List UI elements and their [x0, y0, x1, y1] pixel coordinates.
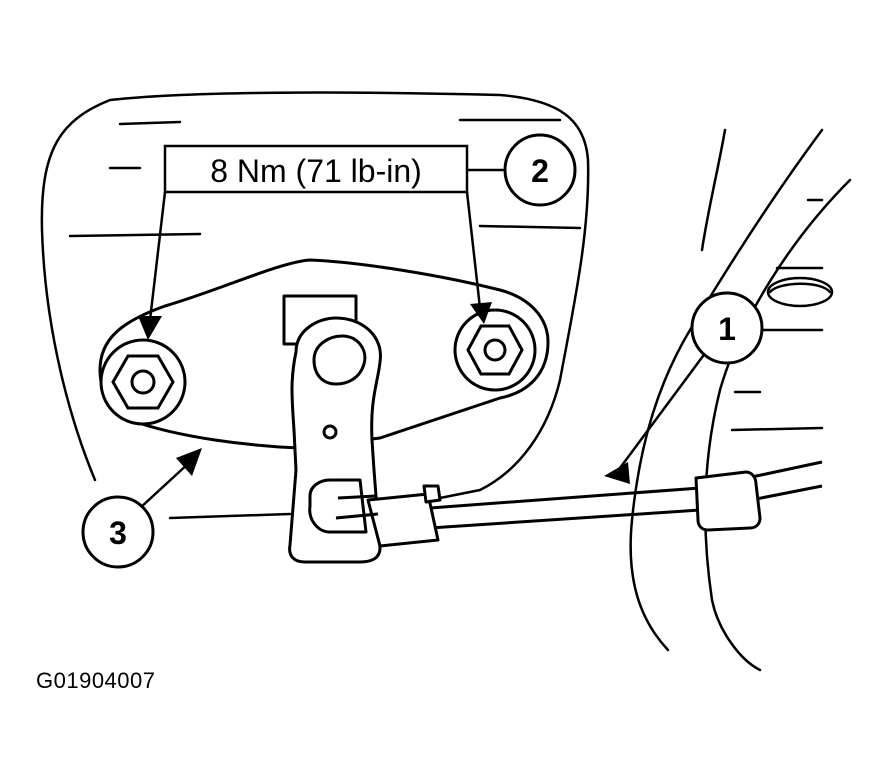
callout-3: 3	[81, 495, 155, 569]
arrow-head-bracket	[176, 448, 202, 476]
torque-leader-lines	[148, 168, 504, 321]
shift-cable	[335, 460, 823, 548]
case-outline-right	[629, 128, 852, 672]
figure-id-label: G01904007	[36, 668, 156, 693]
callout-1-label: 1	[718, 311, 736, 347]
torque-spec-box: 8 Nm (71 lb-in)	[163, 144, 469, 194]
transmission-housing	[40, 91, 590, 520]
callout-2: 2	[503, 133, 577, 207]
shift-lever	[282, 294, 382, 564]
callout-1-leader	[618, 351, 708, 469]
left-nut	[99, 338, 187, 426]
torque-spec-label: 8 Nm (71 lb-in)	[210, 153, 422, 189]
callout-3-leader	[139, 461, 191, 509]
callout-2-label: 2	[531, 153, 549, 189]
callout-3-label: 3	[109, 515, 127, 551]
right-nut	[453, 308, 537, 392]
arrow-head-cable	[604, 462, 630, 484]
callout-1: 1	[690, 291, 764, 365]
arrow-heads-nuts	[138, 302, 492, 340]
